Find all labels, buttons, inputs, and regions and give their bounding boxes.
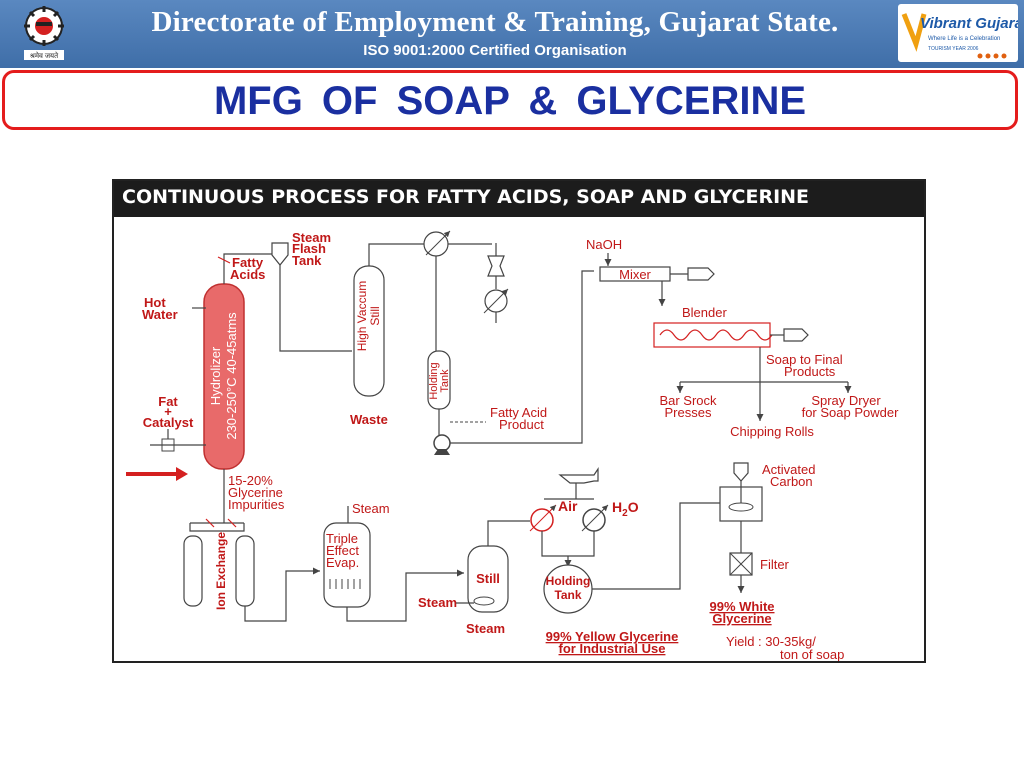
header-title: Directorate of Employment & Training, Gu… xyxy=(151,6,839,38)
svg-text:Hydrolizer: Hydrolizer xyxy=(208,346,223,405)
still-label: Still xyxy=(476,571,500,586)
naoh-label: NaOH xyxy=(586,237,622,252)
hydrolizer-top-cross xyxy=(217,256,231,264)
vibrant-gujarat-logo-icon: Vibrant Gujarat Where Life is a Celebrat… xyxy=(898,4,1018,62)
svg-text:Still: Still xyxy=(368,306,382,325)
chipping-rolls-label: Chipping Rolls xyxy=(730,424,814,439)
carbon-agitator xyxy=(728,502,754,512)
steam-bottom-label: Steam xyxy=(466,621,505,636)
still-to-condenser-line xyxy=(368,243,424,266)
air-condenser-icon xyxy=(530,508,554,532)
shramev-jayate-emblem-icon: श्रमेव जयते xyxy=(24,6,64,60)
pump-to-mixer-line xyxy=(450,270,594,444)
logo-year: TOURISM YEAR 2006 xyxy=(928,46,979,52)
evaporator-tubes xyxy=(329,579,361,589)
svg-text:230-250°C 40-45atms: 230-250°C 40-45atms xyxy=(224,312,239,440)
steam-flash-tank xyxy=(271,242,289,266)
slide-title: MFG OF SOAP & GLYCERINE xyxy=(213,79,807,123)
feed-arrow-icon xyxy=(126,467,188,481)
ion-exchange-label: Ion Exchange xyxy=(214,532,228,610)
air-vent-icon xyxy=(558,467,599,484)
evap-bottom-line xyxy=(346,569,464,622)
h2o-label: H2O xyxy=(612,499,639,519)
diagram-heading-bar: CONTINUOUS PROCESS FOR FATTY ACIDS, SOAP… xyxy=(114,181,924,217)
emblem-caption: श्रमेव जयते xyxy=(30,51,59,60)
fat-catalyst-label: Fat+Catalyst xyxy=(143,394,194,430)
svg-text:High Vaccum: High Vaccum xyxy=(355,281,369,351)
flash-to-still-line xyxy=(279,265,352,352)
vacuum-ejector-icon xyxy=(487,255,505,277)
blender-motor-icon xyxy=(783,328,809,342)
yield-label: Yield : 30-35kg/ton of soap xyxy=(726,634,844,661)
slide-title-box: MFG OF SOAP & GLYCERINE xyxy=(2,70,1018,130)
air-label: Air xyxy=(558,498,578,514)
pump-icon xyxy=(433,434,451,452)
waste-label: Waste xyxy=(350,412,388,427)
mixer-label: Mixer xyxy=(619,267,651,282)
mixer-motor-icon xyxy=(687,267,715,281)
water-cooler-arrow xyxy=(581,504,609,532)
ion-exchange-column-1 xyxy=(183,535,203,607)
ion-exchange-top-line xyxy=(189,523,245,532)
filter-label: Filter xyxy=(760,557,790,572)
blender-box xyxy=(653,322,771,348)
air-condenser-arrow xyxy=(529,504,557,532)
tank-to-carbon-line xyxy=(592,502,720,590)
logo-text: Vibrant Gujarat xyxy=(920,15,1018,32)
steam-still-label: Steam xyxy=(418,595,457,610)
diagram-heading: CONTINUOUS PROCESS FOR FATTY ACIDS, SOAP… xyxy=(122,186,810,208)
ion-exchange-column-2 xyxy=(235,535,255,607)
svg-text:Ion Exchange: Ion Exchange xyxy=(214,532,228,610)
still-heating-coil xyxy=(473,596,495,606)
steam-top-label: Steam xyxy=(352,501,390,516)
fatty-acids-line xyxy=(223,253,272,284)
ion-cross-2 xyxy=(227,518,237,528)
pump-base xyxy=(434,449,450,455)
condensers-to-tank-line xyxy=(541,531,595,557)
svg-text:Holding: Holding xyxy=(428,362,440,399)
svg-text:Tank: Tank xyxy=(439,369,451,393)
activated-carbon-hopper xyxy=(733,462,749,482)
ion-to-evap-line xyxy=(244,567,320,622)
high-vacuum-still-label: High Vaccum Still xyxy=(355,281,382,351)
hydrolizer-label: Hydrolizer 230-250°C 40-45atms xyxy=(208,312,239,440)
blender-label: Blender xyxy=(682,305,727,320)
holding-tank-vertical-label: Holding Tank xyxy=(428,362,451,399)
still-to-air-line xyxy=(487,520,530,546)
blender-screw xyxy=(659,329,773,341)
ion-cross-1 xyxy=(205,518,215,528)
water-cooler-icon xyxy=(582,508,606,532)
header-banner: श्रमेव जयते Directorate of Employment & … xyxy=(0,0,1024,68)
condenser-icon xyxy=(423,231,449,257)
process-diagram: CONTINUOUS PROCESS FOR FATTY ACIDS, SOAP… xyxy=(112,179,926,663)
ejector-cooler-arrow xyxy=(483,288,509,314)
condenser-arrow xyxy=(425,230,451,256)
filter-x-2 xyxy=(729,552,753,576)
header-subtitle: ISO 9001:2000 Certified Organisation xyxy=(363,42,627,59)
logo-tagline: Where Life is a Celebration xyxy=(928,36,1000,42)
